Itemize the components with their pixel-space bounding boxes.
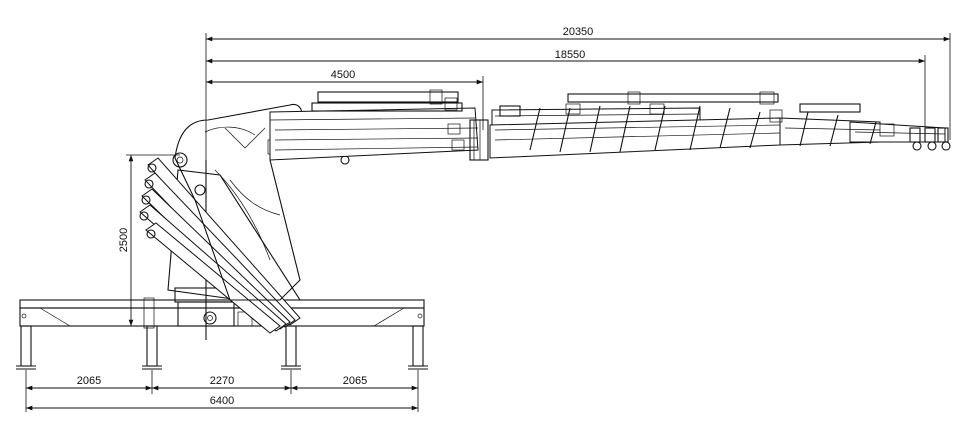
dimension-left-outrigger-label: 2065 bbox=[77, 375, 101, 387]
dimension-column-height-label: 2500 bbox=[118, 228, 130, 252]
dimension-base-reach-label: 4500 bbox=[331, 69, 355, 81]
dimension-total-reach: 20350 bbox=[205, 26, 951, 340]
boom-tip-hooks bbox=[909, 127, 951, 151]
fly-jib bbox=[769, 103, 946, 147]
outrigger-legs bbox=[16, 325, 428, 370]
dimension-hook-reach-label: 18550 bbox=[555, 49, 586, 61]
dimension-base-reach: 4500 bbox=[206, 69, 484, 130]
dimension-total-reach-label: 20350 bbox=[563, 26, 594, 38]
dimension-column-height: 2500 bbox=[118, 154, 180, 326]
dimension-hook-reach: 18550 bbox=[206, 49, 926, 140]
dimension-total-width-label: 6400 bbox=[210, 395, 234, 407]
main-boom bbox=[269, 89, 489, 161]
telescopic-boom bbox=[489, 91, 781, 159]
dimension-center-span-label: 2270 bbox=[210, 375, 234, 387]
dimension-outriggers: 2065 2270 2065 6400 bbox=[25, 370, 419, 412]
dimension-right-outrigger-label: 2065 bbox=[343, 375, 367, 387]
base-frame bbox=[19, 299, 425, 327]
